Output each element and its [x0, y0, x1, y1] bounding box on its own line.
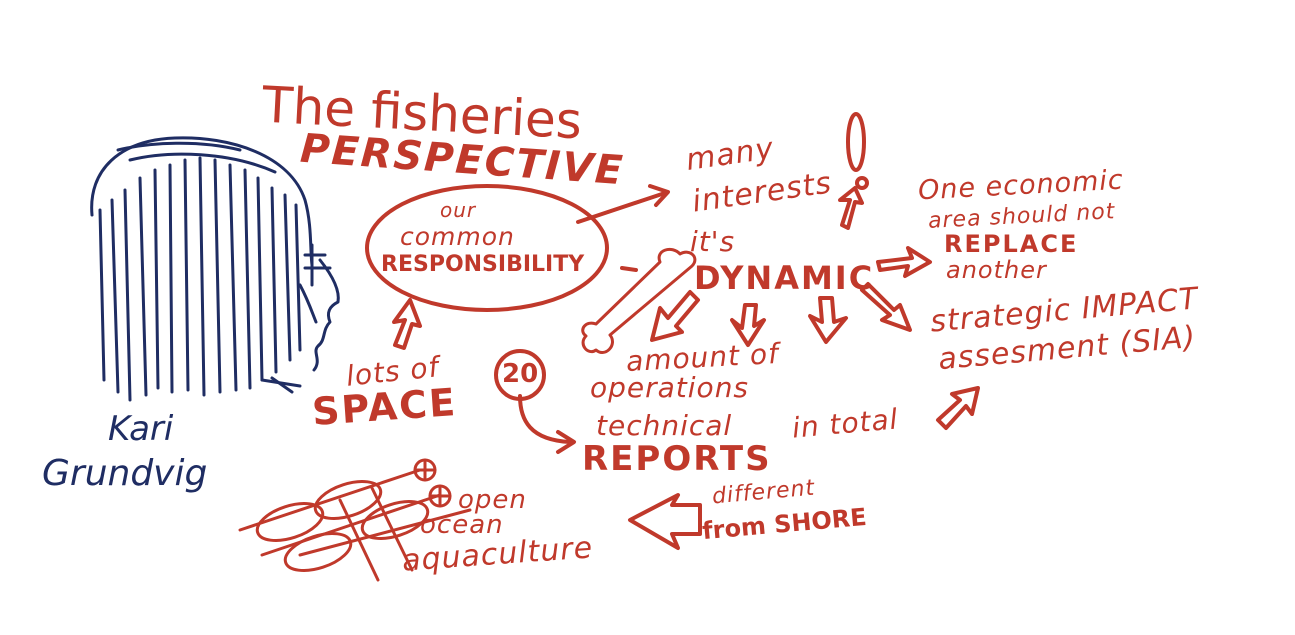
ocean-line2: ocean	[420, 510, 504, 540]
economic-line3: REPLACE	[944, 230, 1079, 258]
speaker-first-name: Kari	[108, 409, 174, 449]
count-circle	[494, 349, 546, 401]
amount-line2: operations	[590, 371, 750, 404]
bone-icon	[581, 247, 697, 354]
center-label-line1: our	[440, 198, 477, 222]
center-label-line2: common	[400, 222, 515, 251]
dynamic-line1: it's	[690, 225, 736, 258]
ocean-line1: open	[458, 485, 527, 515]
speaker-last-name: Grundvig	[42, 453, 208, 494]
space-line2: SPACE	[310, 379, 459, 435]
reports-line1: technical	[596, 409, 733, 442]
count-value: 20	[502, 359, 539, 389]
center-ellipse	[365, 184, 609, 312]
center-label-line3: RESPONSIBILITY	[381, 252, 585, 277]
economic-line4: another	[946, 256, 1047, 284]
dynamic-line2: DYNAMIC	[694, 259, 875, 297]
person-profile-icon	[90, 136, 340, 402]
exclamation-mark-icon	[846, 112, 869, 190]
aquaculture-pens-icon	[238, 458, 472, 582]
reports-line2: REPORTS	[582, 439, 772, 479]
arrow-icon	[392, 184, 980, 550]
